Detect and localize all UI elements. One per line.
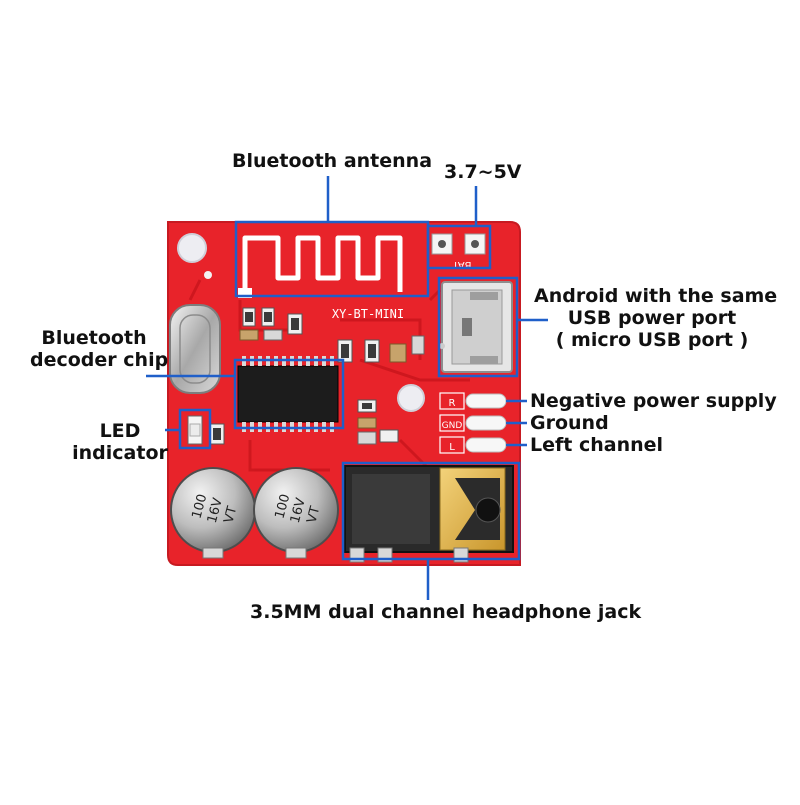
label-left-channel: Left channel (530, 434, 664, 456)
board-model-marking: XY-BT-MINI (332, 307, 404, 321)
label-usb-port-line3: ( micro USB port ) (555, 329, 749, 351)
label-bluetooth-antenna: Bluetooth antenna (232, 150, 433, 172)
capacitor-type: VT (221, 505, 240, 525)
headphone-jack (344, 465, 514, 563)
decoder-chip (237, 356, 339, 432)
label-decoder-chip-line1: Bluetooth (41, 327, 147, 349)
output-pads: R GND L (439, 392, 507, 454)
antenna-pad (238, 288, 252, 298)
battery-pad-hole (471, 240, 479, 248)
capacitor-voltage: 16V (288, 496, 309, 525)
callout-usb-box (437, 276, 519, 378)
capacitor-value: 100 (190, 493, 211, 521)
callout-jack-box (341, 461, 521, 561)
battery-pad-hole (438, 240, 446, 248)
decoder-chip-body (237, 365, 339, 423)
pad-label-l: L (449, 442, 455, 453)
capacitor-leads (202, 547, 307, 559)
capacitor-left: 100 16V VT (170, 467, 256, 553)
callout-voltage-box (426, 224, 492, 270)
label-led-line2: indicator (72, 442, 168, 464)
pad-label-gnd: GND (442, 421, 463, 431)
capacitor-voltage: 16V (205, 496, 226, 525)
smd-components (187, 307, 425, 445)
micro-usb-port (439, 281, 513, 373)
capacitor-value: 100 (273, 493, 294, 521)
pad-label-r: R (449, 398, 456, 409)
annotation-callouts (146, 176, 548, 600)
mounting-hole (397, 384, 425, 412)
bat-marking: BAT (452, 259, 472, 270)
label-decoder-chip-line2: decoder chip (30, 349, 169, 371)
label-led-indicator: LED indicator (72, 420, 168, 464)
label-usb-port: Android with the same USB power port ( m… (534, 285, 778, 351)
label-usb-port-line2: USB power port (567, 307, 737, 329)
via (204, 271, 212, 279)
label-decoder-chip: Bluetooth decoder chip (30, 327, 169, 371)
label-usb-port-line1: Android with the same (534, 285, 778, 307)
callout-chip-box (233, 358, 345, 430)
mounting-hole (177, 233, 207, 263)
label-led-line1: LED (99, 420, 141, 442)
capacitor-type: VT (304, 505, 323, 525)
label-ground: Ground (530, 412, 609, 434)
label-negative-supply: Negative power supply (530, 390, 777, 412)
antenna-trace (242, 235, 403, 292)
capacitor-right: 100 16V VT (253, 467, 339, 553)
label-voltage: 3.7~5V (444, 161, 522, 183)
label-headphone-jack: 3.5MM dual channel headphone jack (250, 601, 642, 623)
crystal-oscillator (169, 304, 221, 394)
